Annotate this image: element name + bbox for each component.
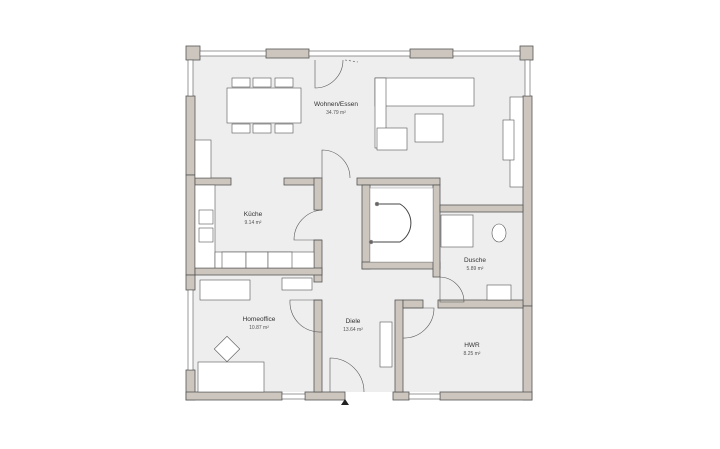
doors xyxy=(289,59,465,393)
room-area: 9.14 m² xyxy=(244,220,262,226)
room-name: HWR xyxy=(464,342,480,349)
room-label-wohnen: Wohnen/Essen 34.79 m² xyxy=(314,101,358,117)
interior-walls xyxy=(194,177,524,393)
room-name: Homeoffice xyxy=(242,316,276,323)
room-label-kueche: Küche 9.14 m² xyxy=(244,211,262,227)
room-name: Diele xyxy=(345,318,361,325)
bath-fixtures xyxy=(440,214,512,301)
office-furniture xyxy=(197,277,393,393)
living-furniture xyxy=(194,77,524,188)
room-label-homeoffice: Homeoffice 10.87 m² xyxy=(243,316,276,332)
kitchen-furniture xyxy=(194,184,315,269)
staircase xyxy=(368,187,434,263)
windows xyxy=(187,50,531,400)
room-name: Küche xyxy=(243,211,263,218)
room-area: 13.64 m² xyxy=(343,327,363,333)
room-area: 34.79 m² xyxy=(326,110,346,116)
room-area: 5.89 m² xyxy=(466,266,484,272)
entrance-arrow-icon xyxy=(341,399,349,405)
room-name: Wohnen/Essen xyxy=(314,101,358,108)
outer-walls xyxy=(185,45,534,401)
room-label-hwr: HWR 8.25 m² xyxy=(464,342,481,358)
room-area: 8.25 m² xyxy=(463,351,481,357)
room-area: 10.87 m² xyxy=(249,325,269,331)
room-name: Dusche xyxy=(463,257,487,264)
room-label-diele: Diele 13.64 m² xyxy=(343,318,363,334)
room-label-dusche: Dusche 5.89 m² xyxy=(464,257,486,273)
